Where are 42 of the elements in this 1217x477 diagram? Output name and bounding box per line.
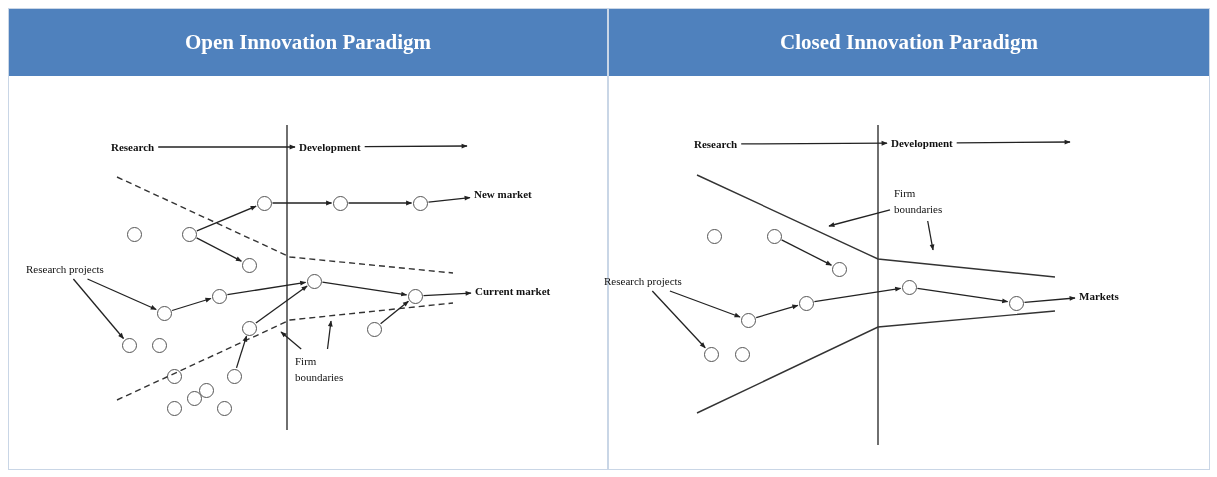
arrow <box>255 285 308 324</box>
arrow <box>226 280 307 296</box>
leader-line <box>927 220 935 251</box>
arrow <box>669 290 741 318</box>
text-label: Development <box>891 137 953 149</box>
text-label: Firm boundaries <box>295 353 355 385</box>
arrow <box>72 278 125 340</box>
arrow <box>813 286 902 303</box>
arrow <box>157 144 296 150</box>
leader-line <box>828 209 891 227</box>
arrow <box>780 239 833 266</box>
leader-line <box>326 320 333 350</box>
text-label: Research <box>694 138 738 150</box>
arrow <box>651 290 706 349</box>
text-label: Research projects <box>26 263 104 275</box>
text-label: Development <box>299 141 361 153</box>
arrow <box>916 287 1009 304</box>
arrow <box>347 200 413 206</box>
text-label: Research projects <box>604 275 682 287</box>
text-label: Current market <box>475 285 551 297</box>
arrow <box>364 143 468 149</box>
arrow <box>196 205 257 232</box>
arrow <box>171 297 212 312</box>
text-label: Firm boundaries <box>894 185 954 217</box>
arrow <box>235 335 248 369</box>
panel-title: Open Innovation Paradigm <box>9 9 607 76</box>
panel-title: Closed Innovation Paradigm <box>609 9 1209 76</box>
leader-line <box>280 331 302 350</box>
text-label: New market <box>474 188 532 200</box>
arrow <box>755 304 799 319</box>
arrow <box>1023 296 1076 303</box>
text-label: Markets <box>1079 290 1119 302</box>
arrow <box>86 278 157 311</box>
arrow <box>956 139 1071 145</box>
arrow <box>427 195 471 203</box>
arrow <box>379 300 410 325</box>
arrow <box>321 281 408 297</box>
arrow <box>195 237 243 262</box>
arrow <box>271 200 333 206</box>
arrow <box>740 140 888 146</box>
text-label: Research <box>111 141 155 153</box>
arrow <box>422 291 472 297</box>
